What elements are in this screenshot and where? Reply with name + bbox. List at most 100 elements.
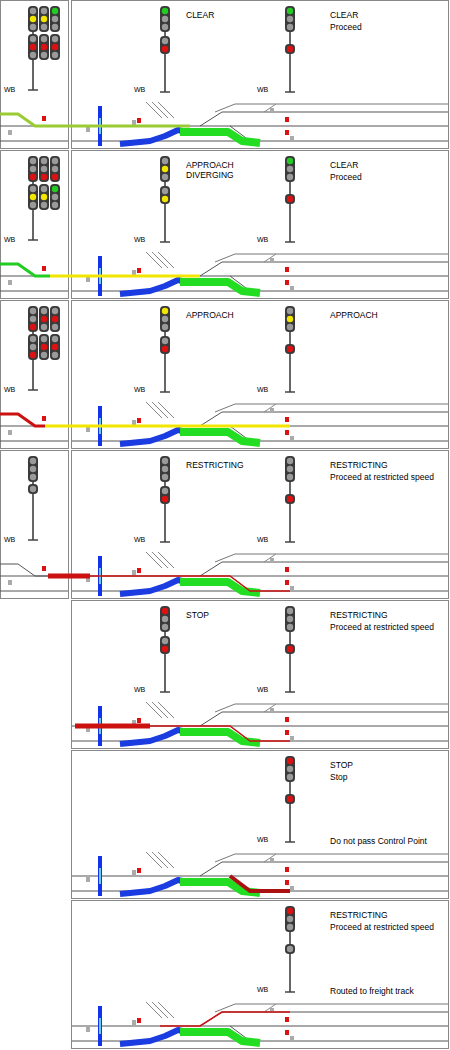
- occupied-band: [180, 432, 260, 443]
- route-line: [160, 1012, 290, 1026]
- signal-base: [285, 391, 295, 393]
- turnout-stroke: [264, 404, 276, 412]
- signal-head: [160, 606, 170, 632]
- signal-lamp: [41, 336, 47, 342]
- occupied-band: [120, 430, 186, 444]
- route-line: [75, 724, 150, 729]
- dwarf-marker: [285, 567, 289, 572]
- turnout-stroke: [158, 252, 174, 268]
- signal-lamp: [287, 166, 293, 172]
- signal-lamp: [41, 202, 47, 208]
- signal-head: [285, 306, 295, 332]
- aspect-label: Proceed: [330, 22, 362, 32]
- route-line: [45, 425, 290, 428]
- track-label: WB: [4, 236, 15, 244]
- dwarf-marker: [132, 870, 136, 875]
- signal-head: [160, 306, 170, 332]
- signal-lamp: [162, 166, 168, 172]
- route-line: [0, 414, 45, 426]
- dwarf-marker: [285, 717, 289, 722]
- signal-head: [160, 336, 170, 354]
- occupied-band: [180, 282, 260, 293]
- track-line: [200, 562, 448, 576]
- occupied-band: [120, 280, 186, 294]
- signal-lamp: [162, 316, 168, 322]
- signal-lamp: [287, 474, 293, 480]
- turnout-stroke: [158, 852, 174, 868]
- track-line: [200, 112, 448, 126]
- limit-bar: [98, 1006, 102, 1046]
- signal-head: [28, 484, 38, 494]
- signal-head: [39, 184, 49, 210]
- track-label: WB: [4, 86, 15, 94]
- signal-head: [285, 6, 295, 32]
- dwarf-marker: [285, 280, 289, 285]
- signal-lamp: [41, 16, 47, 22]
- signal-head: [160, 36, 170, 54]
- signal-head: [50, 334, 60, 360]
- dwarf-marker: [270, 558, 274, 563]
- signal-lamp: [41, 24, 47, 30]
- route-line: [230, 876, 290, 891]
- turnout-stroke: [158, 1002, 174, 1018]
- signal-head: [285, 756, 295, 782]
- signal-lamp: [162, 338, 168, 344]
- dwarf-marker: [137, 868, 141, 873]
- signal-head: [285, 494, 295, 504]
- track-line: [215, 554, 448, 562]
- signal-lamp: [52, 16, 58, 22]
- dwarf-marker: [8, 280, 12, 285]
- signal-head: [160, 456, 170, 482]
- signal-head: [160, 156, 170, 182]
- turnout-stroke: [158, 552, 174, 568]
- aspect-label: Routed to freight track: [330, 986, 414, 996]
- aspect-label: RESTRICTING: [186, 460, 244, 470]
- track-line: [72, 726, 448, 727]
- signal-lamp: [162, 24, 168, 30]
- signal-lamp: [287, 924, 293, 930]
- signal-lamp: [287, 496, 293, 502]
- signal-head: [285, 156, 295, 182]
- signal-base: [160, 691, 170, 693]
- signal-lamp: [162, 458, 168, 464]
- track-line: [0, 441, 68, 442]
- signal-lamp: [287, 308, 293, 314]
- signal-lamp: [162, 188, 168, 194]
- dwarf-marker: [86, 1027, 90, 1032]
- track-label: WB: [134, 236, 145, 244]
- dwarf-marker: [285, 267, 289, 272]
- dwarf-marker: [285, 580, 289, 585]
- signal-lamp: [287, 796, 293, 802]
- signal-base: [285, 691, 295, 693]
- aspect-label: Proceed at restricted speed: [330, 622, 434, 632]
- dwarf-marker: [137, 568, 141, 573]
- signal-lamp: [52, 308, 58, 314]
- signal-head: [285, 344, 295, 354]
- signal-base: [28, 539, 38, 541]
- aspect-label: CLEAR: [186, 10, 214, 20]
- signal-lamp: [41, 52, 47, 58]
- signal-lamp: [162, 324, 168, 330]
- signal-lamp: [162, 466, 168, 472]
- signal-lamp: [287, 174, 293, 180]
- signal-lamp: [162, 308, 168, 314]
- signal-lamp: [30, 324, 36, 330]
- track-label: WB: [134, 686, 145, 694]
- track-line: [215, 1004, 448, 1012]
- signal-lamp: [287, 608, 293, 614]
- signal-lamp: [30, 344, 36, 350]
- signal-lamp: [41, 36, 47, 42]
- signal-lamp: [41, 344, 47, 350]
- track-label: WB: [257, 86, 268, 94]
- signal-lamp: [30, 158, 36, 164]
- track-line: [215, 704, 448, 712]
- track-line: [215, 104, 448, 112]
- dwarf-marker: [285, 430, 289, 435]
- signal-lamp: [41, 158, 47, 164]
- track-line: [200, 712, 448, 726]
- track-line: [200, 862, 448, 876]
- aspect-label: CLEAR: [330, 10, 358, 20]
- signal-lamp: [287, 758, 293, 764]
- signal-base: [28, 389, 38, 391]
